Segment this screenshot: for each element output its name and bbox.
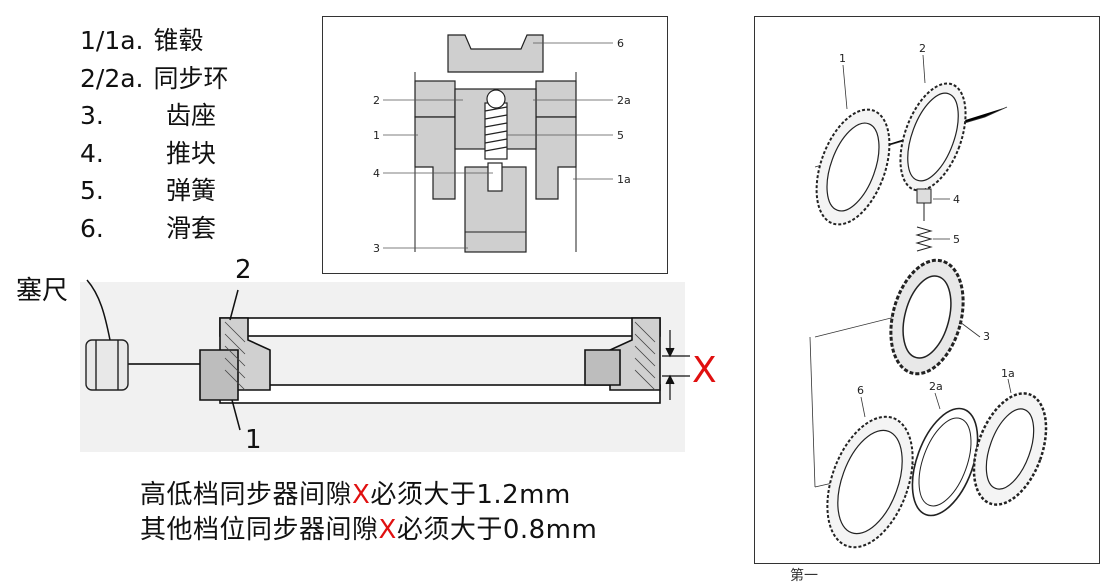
- part-3-gear-seat: [889, 258, 965, 376]
- label-1a: 1a: [617, 173, 631, 186]
- label-6: 6: [857, 384, 864, 397]
- label-4: 4: [953, 193, 960, 206]
- requirement-value: 必须大于1.2mm: [370, 480, 571, 510]
- lower-ring-band: [219, 384, 661, 404]
- legend-name: 滑套: [166, 213, 217, 243]
- hub-left: [414, 116, 456, 200]
- feeler-gauge-label: 塞尺: [16, 276, 69, 306]
- label-6: 6: [617, 37, 624, 50]
- parts-legend: 1/1a. 锥毂 2/2a. 同步环 3. 齿座 4. 推块 5. 弹簧 6. …: [80, 22, 229, 247]
- requirement-line: 高低档同步器间隙X必须大于1.2mm: [140, 474, 571, 511]
- legend-name: 同步环: [153, 63, 229, 93]
- legend-name: 推块: [166, 138, 217, 168]
- gap-symbol: X: [378, 515, 397, 545]
- label-1: 1: [839, 52, 846, 65]
- gap-x-mark: X: [692, 350, 717, 391]
- label-2: 2: [373, 94, 380, 107]
- part-5-spring: [915, 226, 933, 252]
- label-5: 5: [953, 233, 960, 246]
- ring-right: [535, 80, 577, 118]
- requirement-line: 其他档位同步器间隙X必须大于0.8mm: [140, 509, 597, 546]
- legend-row: 3. 齿座: [80, 97, 229, 135]
- sleeve-part: [447, 34, 544, 73]
- label-2a: 2a: [929, 380, 943, 393]
- exploded-view-panel: 1 2 4 5 3 6 2a 1a: [754, 16, 1100, 564]
- label-3: 3: [983, 330, 990, 343]
- section-diagram-panel: 6 2 2a 1 5 4 1a 3: [322, 16, 668, 274]
- label-1: 1: [373, 129, 380, 142]
- legend-row: 6. 滑套: [80, 210, 229, 248]
- right-hub-section: [584, 349, 621, 386]
- legend-row: 4. 推块: [80, 135, 229, 173]
- ring-left: [414, 80, 456, 118]
- label-2a: 2a: [617, 94, 631, 107]
- legend-name: 齿座: [166, 101, 217, 130]
- legend-number: 3.: [80, 101, 104, 130]
- label-1a: 1a: [1001, 367, 1015, 380]
- part-6-sleeve: [826, 415, 914, 549]
- pusher-block: [487, 162, 503, 192]
- part-4-pusher: [916, 188, 932, 221]
- label-2: 2: [919, 42, 926, 55]
- cone-hub-label: 1: [245, 425, 262, 455]
- synchro-ring-label: 2: [235, 255, 252, 285]
- part-1-ring: [815, 108, 891, 226]
- gap-symbol: X: [352, 480, 371, 510]
- legend-row: 2/2a. 同步环: [80, 60, 229, 98]
- legend-name: 锥毂: [153, 26, 204, 55]
- legend-row: 5. 弹簧: [80, 172, 229, 210]
- requirement-text: 高低档同步器间隙: [140, 480, 353, 510]
- synchronizer-exploded-view: 1 2 4 5 3 6 2a 1a: [809, 42, 1048, 549]
- feeler-gauge-drawing: [80, 279, 690, 452]
- footer-fragment: 第一: [790, 568, 818, 584]
- requirement-value: 必须大于0.8mm: [396, 515, 598, 545]
- part-1a-hub: [972, 392, 1048, 506]
- legend-number: 5.: [80, 176, 104, 205]
- feeler-handle: [85, 339, 129, 391]
- legend-number: 4.: [80, 138, 104, 168]
- legend-name: 弹簧: [166, 176, 217, 205]
- spring: [484, 106, 508, 152]
- requirement-text: 其他档位同步器间隙: [140, 515, 379, 545]
- part-2a-ring: [911, 407, 979, 517]
- label-5: 5: [617, 129, 624, 142]
- synchronizer-cross-section: 6 2 2a 1 5 4 1a 3: [373, 34, 631, 255]
- legend-row: 1/1a. 锥毂: [80, 22, 229, 60]
- label-3: 3: [373, 242, 380, 255]
- left-hub-section: [199, 349, 239, 401]
- hub-right: [535, 116, 577, 200]
- legend-number: 1/1a.: [80, 26, 144, 55]
- upper-ring-band: [219, 317, 661, 337]
- feeler-gauge-diagram: [0, 250, 700, 465]
- drawing-background: [80, 282, 685, 452]
- legend-number: 2/2a.: [80, 63, 144, 93]
- legend-number: 6.: [80, 213, 104, 243]
- label-4: 4: [373, 167, 380, 180]
- part-2-ring: [899, 82, 967, 192]
